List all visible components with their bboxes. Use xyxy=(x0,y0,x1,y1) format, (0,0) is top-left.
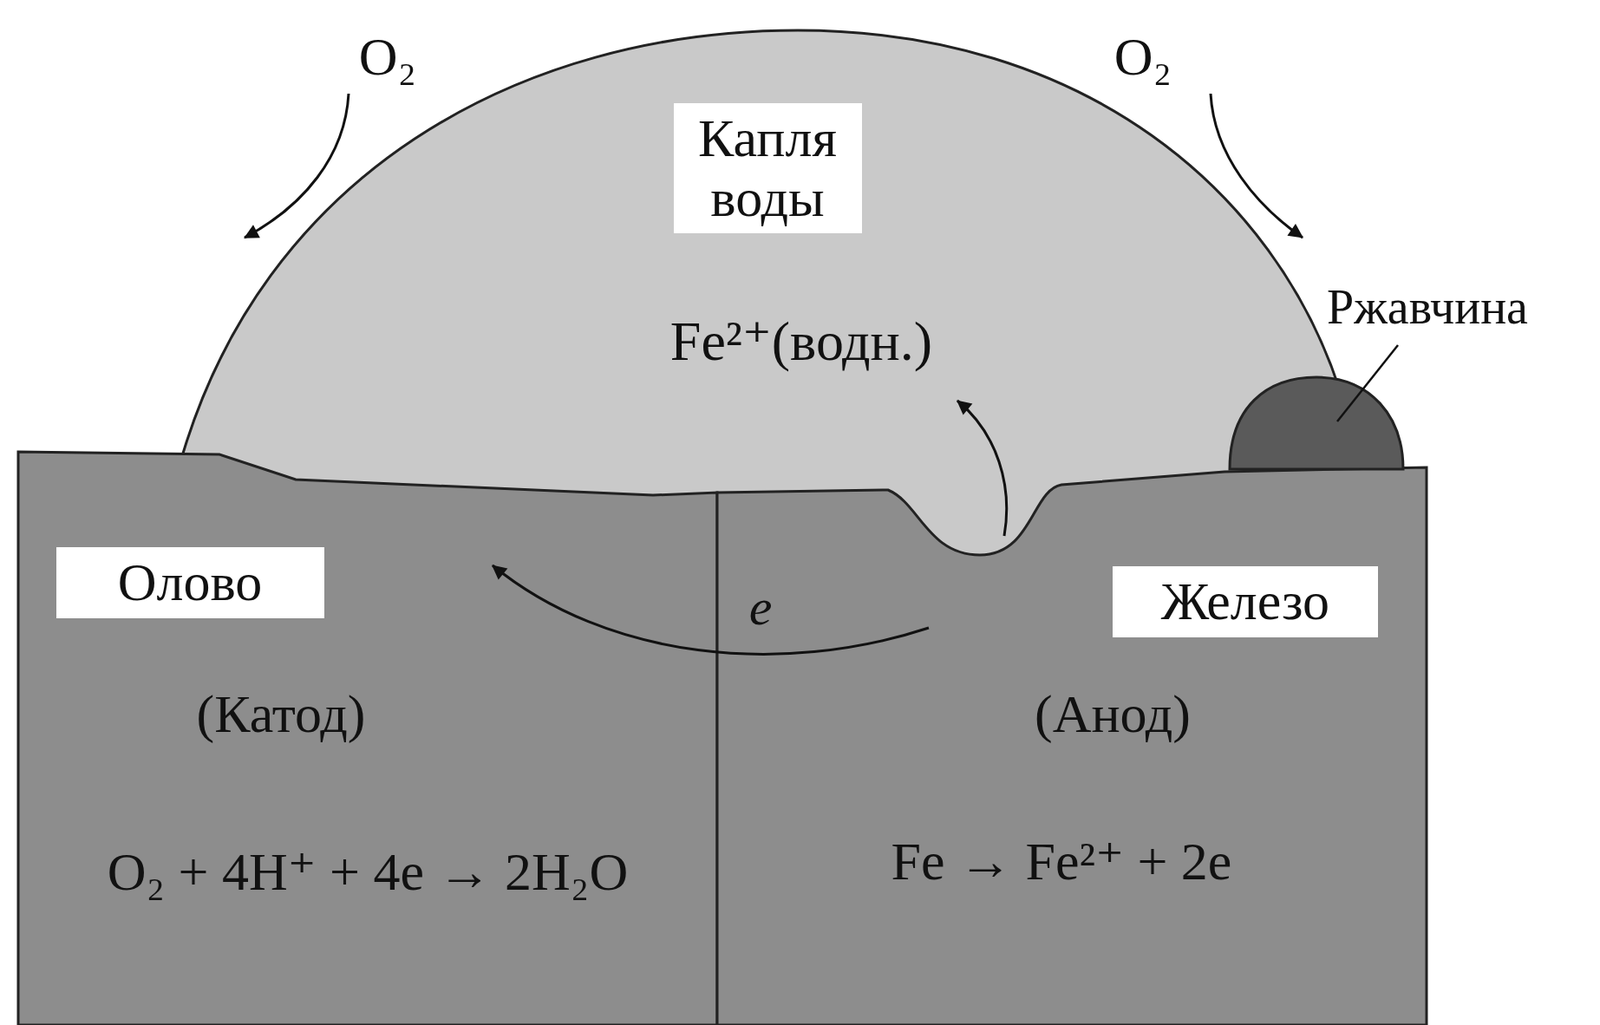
electron-label: e xyxy=(749,577,773,638)
node-text: (Катод) xyxy=(196,683,366,745)
callout-label: Ржавчина xyxy=(1326,279,1529,335)
rust-spot: Ржавчина xyxy=(1229,277,1596,473)
drop-outline xyxy=(178,30,1340,469)
region-label: Олово xyxy=(56,552,325,613)
electron-arrow xyxy=(492,565,929,654)
rust-blob xyxy=(1229,377,1404,470)
region-label: Капля воды xyxy=(673,108,863,229)
label-box: Железо xyxy=(1112,566,1378,637)
node-text: Fe²⁺(водн.) xyxy=(670,309,933,374)
leader-line xyxy=(1337,345,1398,422)
iron-region: (Анод) Fe → Fe²⁺ + 2e Железо xyxy=(717,463,1427,1025)
oxygen-label: O₂ xyxy=(1114,26,1172,88)
label-box: Капля воды xyxy=(673,103,863,235)
node-text: O₂ + 4H⁺ + 4e → 2H₂O xyxy=(107,841,629,903)
region-label: Железо xyxy=(1112,571,1378,632)
node-text: (Анод) xyxy=(1034,683,1191,745)
tin-region-shape xyxy=(18,451,718,1025)
tin-region: (Катод) O₂ + 4H⁺ + 4e → 2H₂O Олово xyxy=(18,451,718,1025)
tin-metal xyxy=(18,451,718,1025)
iron-metal xyxy=(717,467,1427,1025)
oxygen-label: O₂ xyxy=(359,26,417,88)
ion-arrow xyxy=(957,400,1007,536)
iron-region-shape xyxy=(717,463,1427,1025)
label-box: Олово xyxy=(56,547,325,618)
node-text: Fe → Fe²⁺ + 2e xyxy=(891,830,1233,893)
